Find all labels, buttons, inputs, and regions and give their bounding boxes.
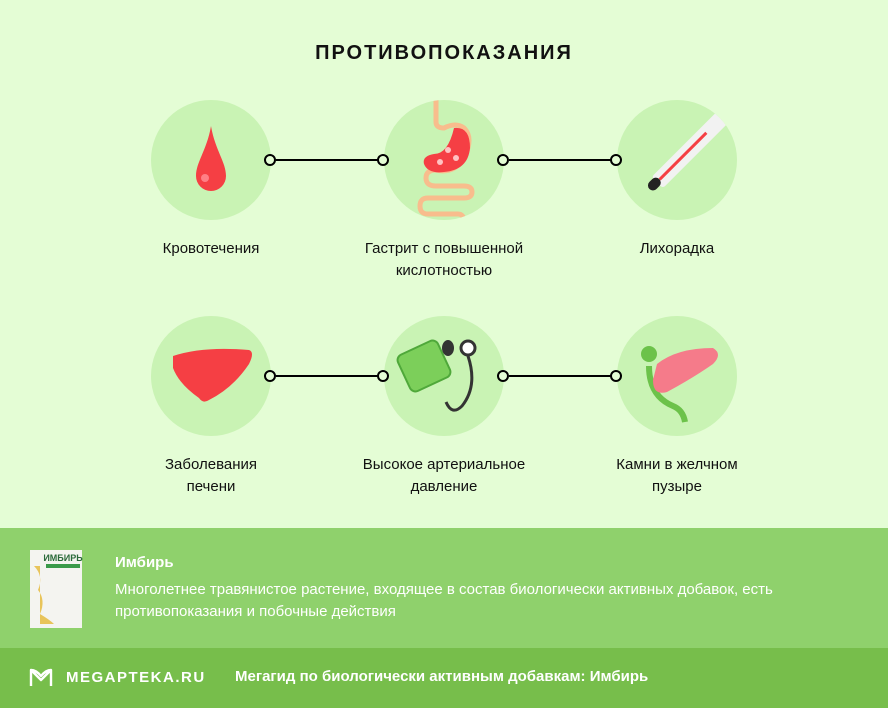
connector-node — [377, 154, 389, 166]
liver-icon — [151, 316, 271, 436]
page-title: ПРОТИВОПОКАЗАНИЯ — [315, 42, 573, 64]
connector-node — [497, 154, 509, 166]
product-band: ИМБИРЬ Имбирь Многолетнее травянистое ра… — [0, 528, 888, 648]
item-label: Гастрит с повышенной кислотностью — [364, 240, 524, 279]
logo[interactable]: MEGAPTEKA.RU — [28, 666, 206, 688]
connector-line — [509, 159, 613, 161]
product-name: Имбирь — [115, 554, 174, 571]
item-label: Высокое артериальное давление — [362, 456, 526, 495]
footer: MEGAPTEKA.RU Мегагид по биологически акт… — [0, 648, 888, 708]
connector-line — [276, 375, 380, 377]
product-box-image: ИМБИРЬ — [26, 546, 86, 630]
connector-node — [377, 370, 389, 382]
svg-text:ИМБИРЬ: ИМБИРЬ — [43, 553, 83, 563]
gallbladder-icon — [617, 316, 737, 436]
megapteka-logo-icon — [29, 668, 53, 686]
item-label: Заболевания печени — [164, 456, 258, 495]
connector-node — [610, 370, 622, 382]
connector-node — [264, 370, 276, 382]
product-description: Многолетнее травянистое растение, входящ… — [115, 581, 773, 620]
item-label: Лихорадка — [639, 240, 715, 257]
footer-text: Мегагид по биологически активным добавка… — [235, 668, 649, 685]
connector-node — [610, 154, 622, 166]
connector-line — [509, 375, 613, 377]
stomach-icon — [384, 100, 504, 220]
item-label: Камни в желчном пузыре — [616, 456, 738, 495]
blood-drop-icon — [151, 100, 271, 220]
item-label: Кровотечения — [162, 240, 260, 257]
logo-text: MEGAPTEKA.RU — [66, 668, 206, 686]
thermometer-icon — [617, 100, 737, 220]
connector-line — [276, 159, 380, 161]
connector-node — [264, 154, 276, 166]
blood-pressure-monitor-icon — [384, 316, 504, 436]
connector-node — [497, 370, 509, 382]
